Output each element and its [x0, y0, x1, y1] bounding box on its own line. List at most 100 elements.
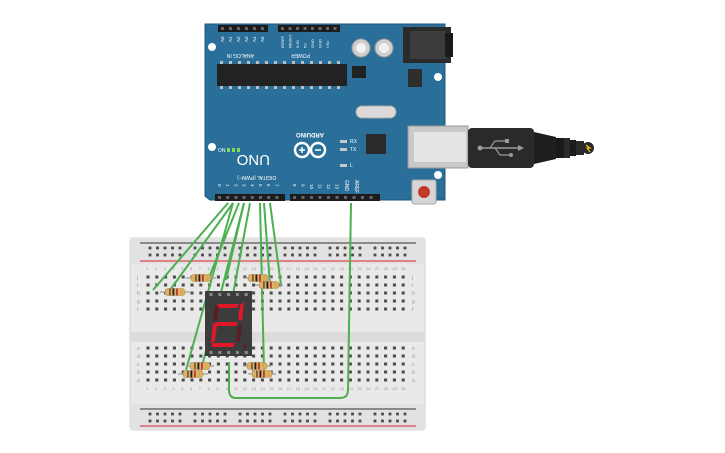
- breadboard-hole[interactable]: [234, 283, 238, 287]
- rail-hole[interactable]: [328, 246, 332, 250]
- breadboard-hole[interactable]: [392, 307, 396, 311]
- breadboard-hole[interactable]: [322, 362, 326, 366]
- rail-hole[interactable]: [313, 253, 317, 257]
- rail-hole[interactable]: [208, 253, 212, 257]
- breadboard-hole[interactable]: [164, 354, 168, 358]
- breadboard-hole[interactable]: [304, 378, 308, 382]
- breadboard-hole[interactable]: [375, 362, 379, 366]
- breadboard-hole[interactable]: [216, 370, 220, 374]
- rail-hole[interactable]: [373, 412, 377, 416]
- breadboard-hole[interactable]: [181, 354, 185, 358]
- breadboard-hole[interactable]: [172, 354, 176, 358]
- display-pin[interactable]: [244, 351, 248, 354]
- header-pin[interactable]: [369, 196, 373, 199]
- rail-hole[interactable]: [388, 246, 392, 250]
- resistor[interactable]: [255, 281, 283, 289]
- wire[interactable]: [263, 202, 271, 286]
- resistor[interactable]: [186, 274, 216, 282]
- breadboard-hole[interactable]: [172, 362, 176, 366]
- rail-hole[interactable]: [298, 246, 302, 250]
- breadboard-hole[interactable]: [243, 378, 247, 382]
- rail-hole[interactable]: [261, 253, 264, 257]
- breadboard-hole[interactable]: [304, 346, 308, 350]
- breadboard-hole[interactable]: [322, 346, 326, 350]
- breadboard-hole[interactable]: [296, 370, 300, 374]
- breadboard-hole[interactable]: [384, 291, 388, 295]
- breadboard-hole[interactable]: [296, 291, 300, 295]
- rail-hole[interactable]: [156, 412, 159, 416]
- rail-hole[interactable]: [403, 253, 407, 257]
- breadboard-hole[interactable]: [401, 283, 405, 287]
- display-pin[interactable]: [209, 293, 213, 296]
- rail-hole[interactable]: [208, 412, 212, 416]
- rail-hole[interactable]: [351, 253, 354, 257]
- breadboard-hole[interactable]: [172, 307, 176, 311]
- display-pin[interactable]: [218, 351, 222, 354]
- breadboard-hole[interactable]: [384, 370, 388, 374]
- breadboard-hole[interactable]: [304, 370, 308, 374]
- breadboard-hole[interactable]: [199, 354, 203, 358]
- breadboard-hole[interactable]: [384, 283, 388, 287]
- breadboard-hole[interactable]: [155, 275, 159, 279]
- breadboard-hole[interactable]: [243, 275, 247, 279]
- breadboard-hole[interactable]: [164, 275, 168, 279]
- rail-hole[interactable]: [253, 253, 257, 257]
- breadboard-hole[interactable]: [252, 299, 256, 303]
- breadboard-hole[interactable]: [304, 307, 308, 311]
- breadboard-hole[interactable]: [366, 370, 370, 374]
- rail-hole[interactable]: [306, 412, 309, 416]
- breadboard-hole[interactable]: [155, 378, 159, 382]
- rail-hole[interactable]: [156, 253, 159, 257]
- breadboard-hole[interactable]: [296, 378, 300, 382]
- breadboard-hole[interactable]: [357, 307, 361, 311]
- rail-hole[interactable]: [148, 246, 152, 250]
- rail-hole[interactable]: [283, 419, 287, 423]
- rail-hole[interactable]: [201, 246, 204, 250]
- breadboard-hole[interactable]: [278, 307, 282, 311]
- breadboard-hole[interactable]: [155, 354, 159, 358]
- breadboard-hole[interactable]: [252, 283, 256, 287]
- rail-hole[interactable]: [253, 419, 257, 423]
- ground-wire[interactable]: [228, 202, 352, 399]
- rail-hole[interactable]: [223, 412, 227, 416]
- breadboard-hole[interactable]: [172, 370, 176, 374]
- breadboard-hole[interactable]: [304, 291, 308, 295]
- breadboard-hole[interactable]: [252, 346, 256, 350]
- display-pin[interactable]: [209, 351, 213, 354]
- breadboard-hole[interactable]: [331, 307, 335, 311]
- breadboard-hole[interactable]: [269, 275, 273, 279]
- breadboard-hole[interactable]: [348, 346, 352, 350]
- breadboard-hole[interactable]: [313, 370, 317, 374]
- header-pin[interactable]: [237, 27, 240, 30]
- breadboard-hole[interactable]: [304, 362, 308, 366]
- breadboard-hole[interactable]: [357, 346, 361, 350]
- breadboard-hole[interactable]: [313, 346, 317, 350]
- breadboard-hole[interactable]: [190, 283, 194, 287]
- breadboard-hole[interactable]: [199, 299, 203, 303]
- breadboard-hole[interactable]: [155, 307, 159, 311]
- breadboard-hole[interactable]: [331, 354, 335, 358]
- breadboard-hole[interactable]: [357, 275, 361, 279]
- rail-hole[interactable]: [178, 253, 182, 257]
- rail-hole[interactable]: [208, 419, 212, 423]
- breadboard-hole[interactable]: [164, 362, 168, 366]
- breadboard-hole[interactable]: [146, 307, 150, 311]
- breadboard-hole[interactable]: [357, 283, 361, 287]
- breadboard-hole[interactable]: [313, 378, 317, 382]
- resistor[interactable]: [243, 362, 271, 370]
- rail-hole[interactable]: [223, 253, 227, 257]
- breadboard-hole[interactable]: [172, 299, 176, 303]
- wire[interactable]: [231, 202, 251, 301]
- breadboard-hole[interactable]: [392, 370, 396, 374]
- rail-hole[interactable]: [291, 412, 294, 416]
- breadboard-hole[interactable]: [234, 362, 238, 366]
- breadboard-hole[interactable]: [252, 354, 256, 358]
- rail-hole[interactable]: [336, 246, 339, 250]
- breadboard-hole[interactable]: [287, 283, 291, 287]
- breadboard-hole[interactable]: [331, 346, 335, 350]
- breadboard-hole[interactable]: [331, 275, 335, 279]
- breadboard-hole[interactable]: [146, 370, 150, 374]
- breadboard-hole[interactable]: [401, 299, 405, 303]
- rail-hole[interactable]: [358, 419, 362, 423]
